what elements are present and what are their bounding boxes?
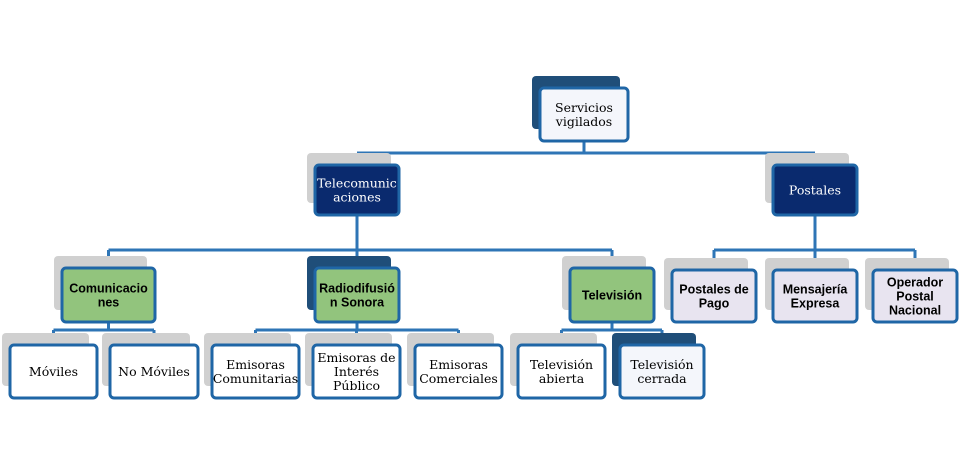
node-box	[871, 268, 959, 324]
node-label-line: Televisión	[582, 289, 642, 303]
node-label-line: Servicios	[555, 100, 613, 115]
node-box	[516, 343, 607, 400]
node-television: Televisión	[562, 256, 656, 324]
node-label-line: Emisoras de	[317, 350, 395, 365]
node-label-line: n Sonora	[330, 296, 385, 310]
node-label-line: Operador	[887, 276, 943, 290]
node-label-line: Comunicacio	[69, 282, 148, 296]
node-label-line: aciones	[333, 190, 381, 205]
connector-root	[355, 141, 817, 165]
node-box	[8, 343, 99, 400]
node-label-line: Público	[333, 378, 380, 393]
node-label-line: Pago	[699, 297, 730, 311]
node-label-line: Expresa	[791, 297, 841, 311]
node-no-moviles: No Móviles	[102, 333, 200, 400]
node-label-line: Postales	[789, 183, 841, 198]
node-box	[60, 266, 157, 324]
node-label-line: Postal	[896, 290, 934, 304]
node-label-line: Comunitarias	[213, 371, 298, 386]
node-label-line: Telecomunic	[317, 176, 397, 191]
node-label-line: Interés	[334, 364, 379, 379]
node-label-line: abierta	[539, 371, 585, 386]
node-label-line: Radiodifusió	[319, 282, 395, 296]
node-label-line: Comerciales	[419, 371, 498, 386]
node-box	[313, 266, 401, 324]
node-label-line: Mensajería	[783, 283, 849, 297]
node-box	[108, 343, 200, 400]
node-box	[670, 268, 758, 324]
node-label-line: Nacional	[889, 304, 941, 318]
node-label-line: Emisoras	[429, 357, 488, 372]
node-label-line: Postales de	[679, 283, 749, 297]
node-label-line: Emisoras	[226, 357, 285, 372]
node-box	[413, 343, 504, 400]
node-box	[210, 343, 301, 400]
node-moviles: Móviles	[2, 333, 99, 400]
node-box	[771, 268, 859, 324]
node-box	[771, 163, 859, 217]
node-box	[311, 343, 402, 400]
node-box	[568, 266, 656, 324]
node-label-line: nes	[98, 296, 120, 310]
node-label-line: No Móviles	[118, 364, 190, 379]
node-label-line: cerrada	[637, 371, 687, 386]
node-box	[618, 343, 706, 400]
node-box	[313, 163, 401, 217]
node-postales: Postales	[765, 153, 859, 217]
node-label-line: Televisión	[630, 357, 693, 372]
node-label-line: Móviles	[29, 364, 78, 379]
node-label-line: Televisión	[530, 357, 593, 372]
node-label-line: vigilados	[555, 114, 612, 129]
node-box	[538, 86, 630, 143]
